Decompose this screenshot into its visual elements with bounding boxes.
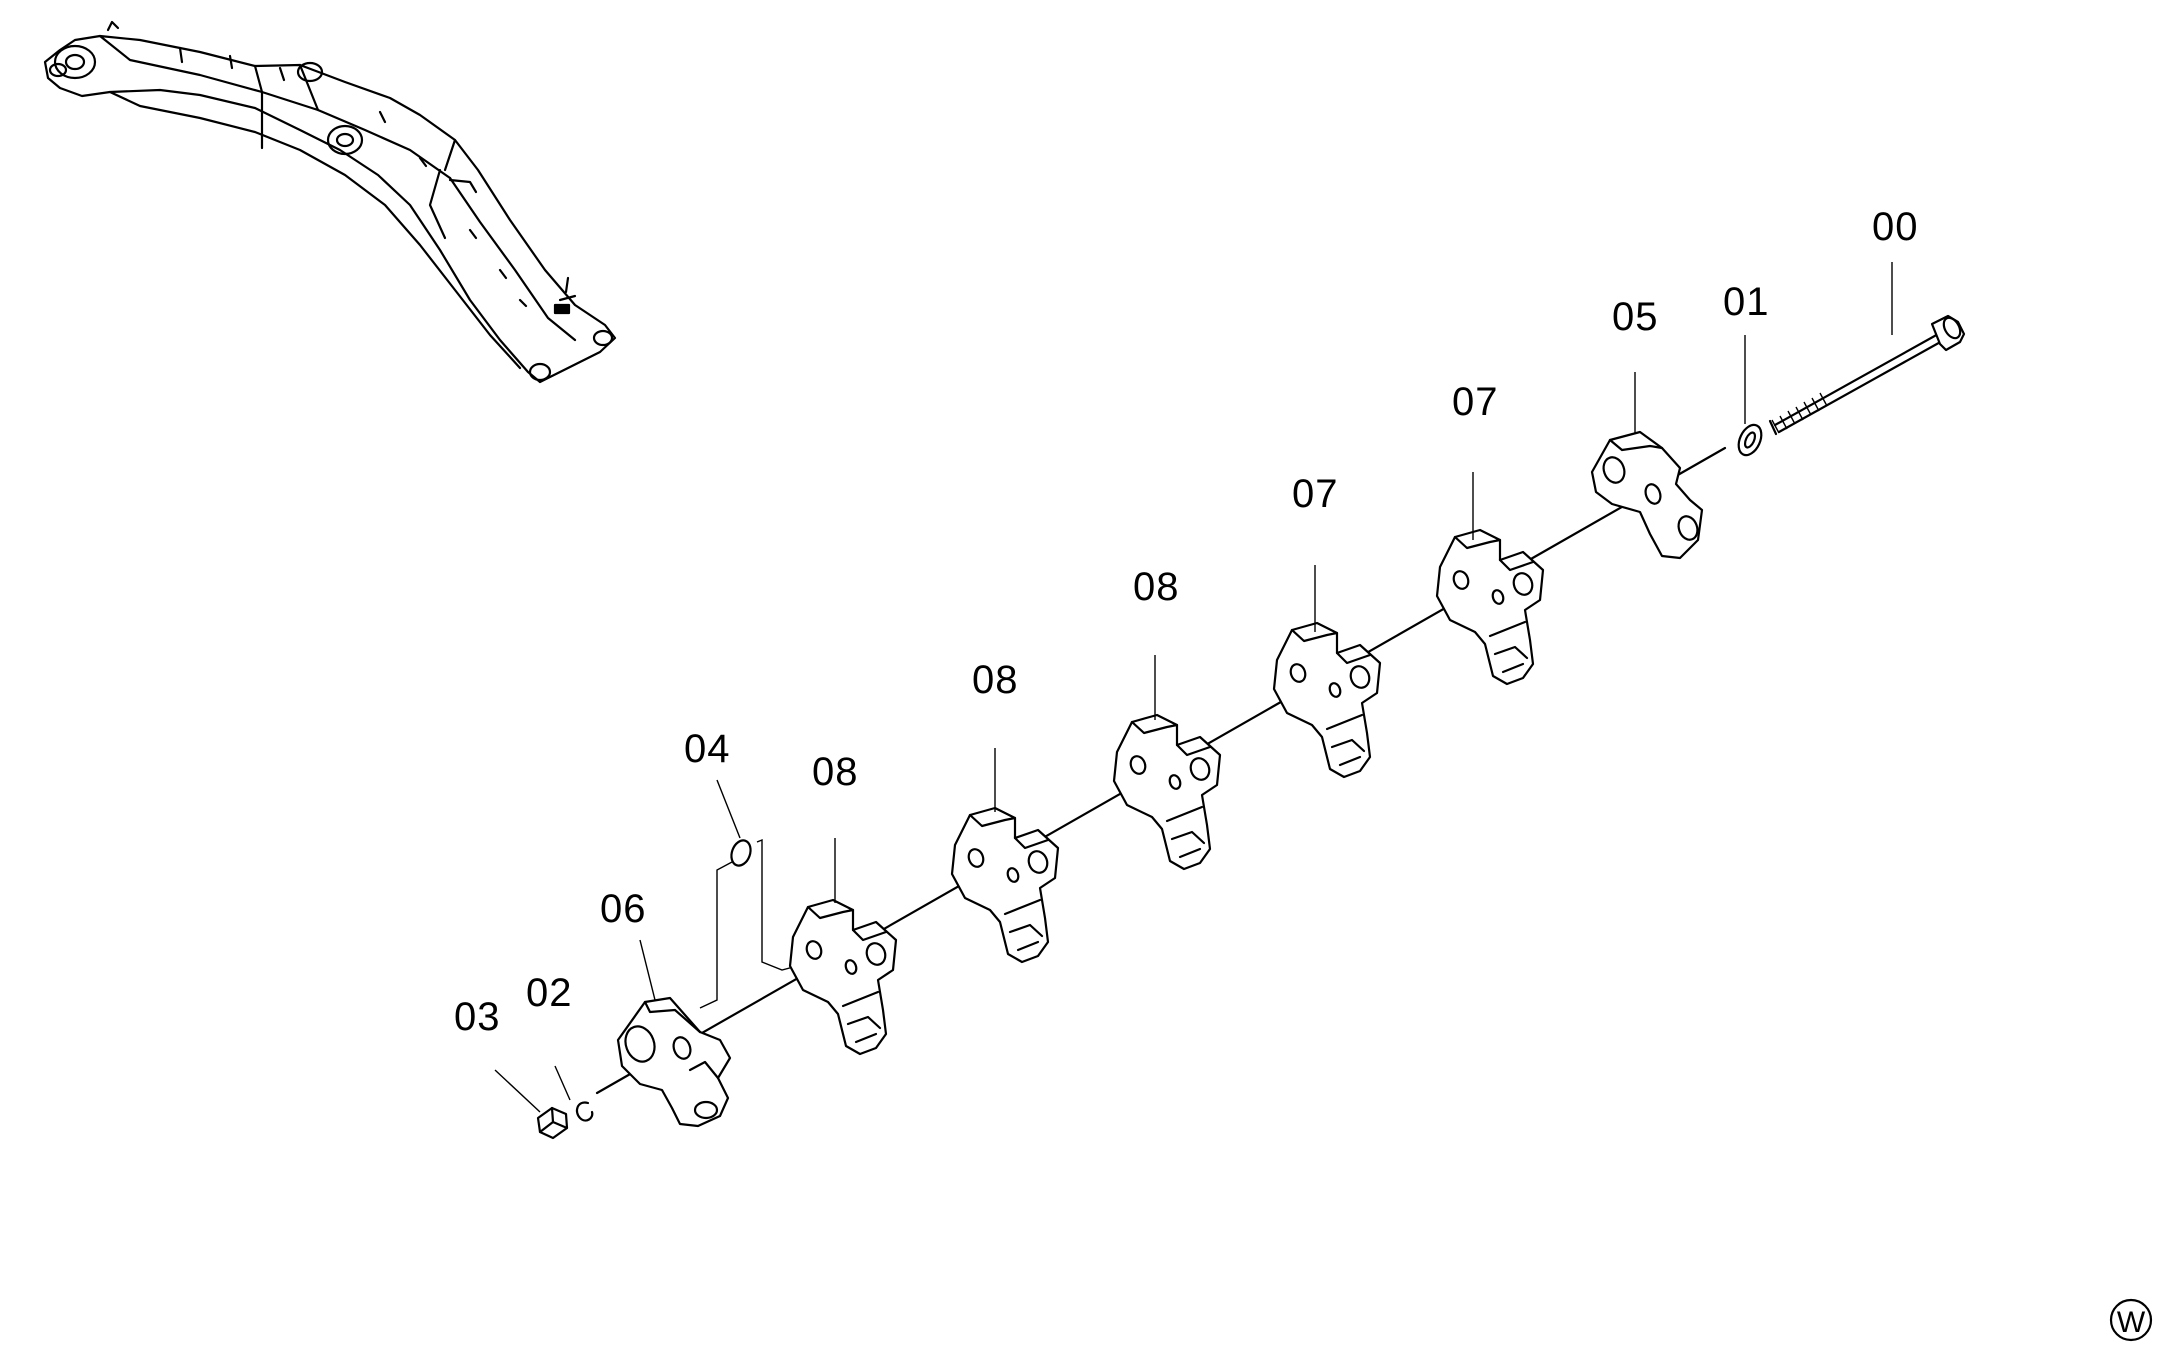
callout-07: 07 xyxy=(1292,472,1339,516)
clamp-block-icon xyxy=(1112,713,1222,871)
o-ring-icon xyxy=(699,838,813,1009)
bolt-icon xyxy=(1768,314,1966,436)
callout-labels: 00 01 05 07 07 08 08 08 08 04 06 02 03 xyxy=(454,205,1919,1039)
callout-02: 02 xyxy=(526,971,573,1015)
clamp-block-icon xyxy=(788,898,898,1056)
callout-07: 07 xyxy=(1452,380,1499,424)
mark-circle-icon: W xyxy=(2109,1298,2153,1342)
mark-letter: W xyxy=(2117,1306,2146,1339)
callout-06: 06 xyxy=(600,887,647,931)
clamp-block-icon xyxy=(950,806,1060,964)
clamp-end-left-icon xyxy=(616,996,732,1128)
clamp-block-icon xyxy=(1272,621,1382,779)
ring-icon xyxy=(575,1101,594,1122)
callout-08: 08 xyxy=(972,658,1019,702)
callout-08: 08 xyxy=(812,750,859,794)
washer-icon xyxy=(1737,423,1763,457)
callout-04: 04 xyxy=(684,727,731,771)
callout-03: 03 xyxy=(454,995,501,1039)
callout-05: 05 xyxy=(1612,295,1659,339)
clamp-block-icon xyxy=(1435,528,1545,686)
nut-icon xyxy=(536,1106,569,1140)
callout-01: 01 xyxy=(1723,280,1770,324)
callout-08: 08 xyxy=(1133,565,1180,609)
callout-00: 00 xyxy=(1872,205,1919,249)
excavator-arm-locator-icon xyxy=(43,20,617,384)
clamp-end-right-icon xyxy=(1590,430,1704,560)
callout-leaders xyxy=(494,262,1893,1113)
